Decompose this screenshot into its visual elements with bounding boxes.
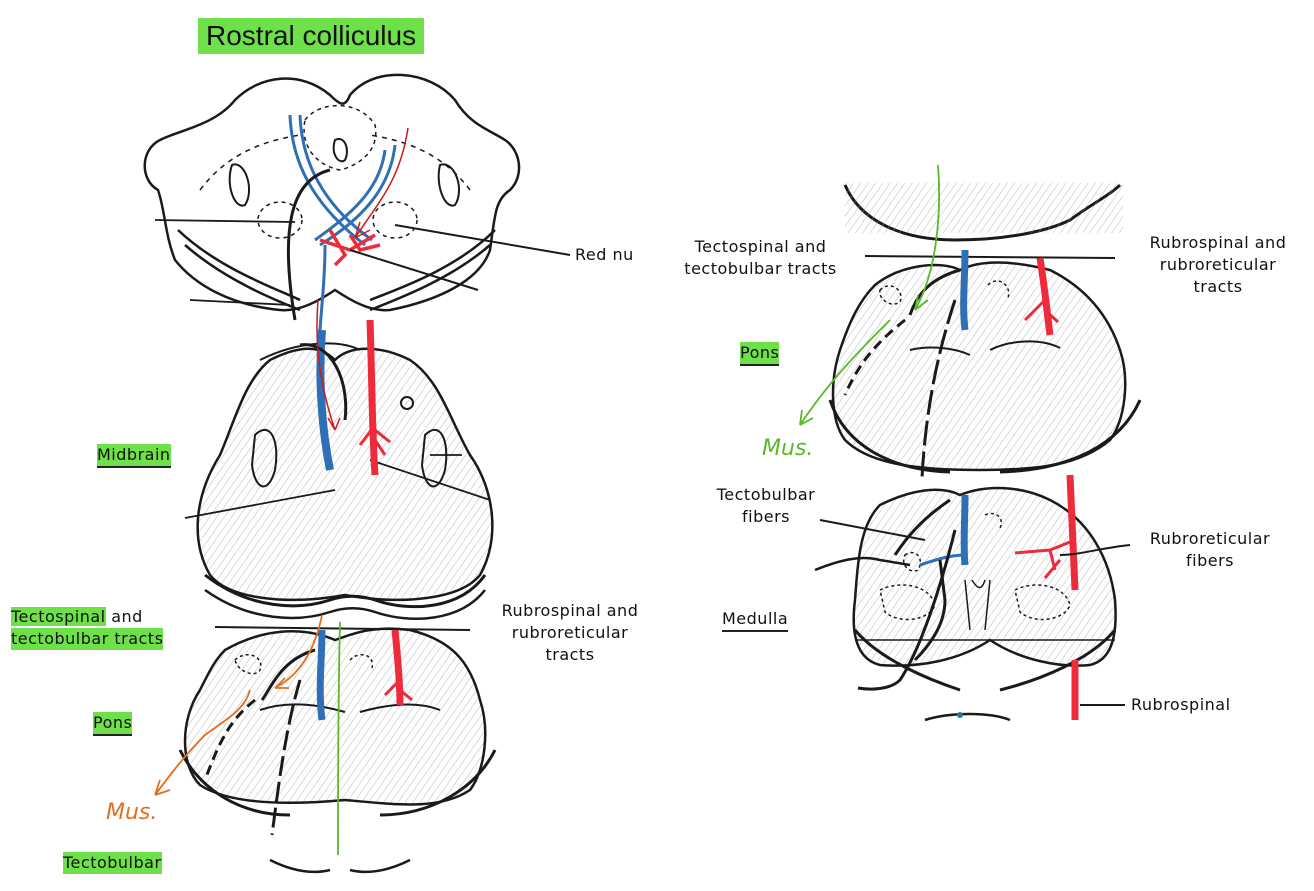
- annotation-mus-left: Mus.: [106, 800, 158, 825]
- rostral-colliculus-title: Rostral colliculus: [198, 18, 425, 54]
- annotation-mus-right: Mus.: [762, 436, 814, 461]
- midbrain-section: [184, 342, 494, 620]
- label-rubroreticular-fibers: Rubroreticular fibers: [1130, 528, 1290, 572]
- label-tectospinal-right-line1: Tectospinal and: [694, 237, 827, 256]
- label-midbrain: Midbrain: [97, 444, 171, 468]
- medulla-tracts: [814, 474, 1131, 720]
- label-tectospinal-left-and: and: [111, 607, 143, 626]
- label-tectospinal-left-line1: Tectospinal and: [11, 606, 163, 628]
- pons-right-section: [828, 183, 1142, 474]
- rubrospinal-top: [319, 229, 381, 267]
- label-tectospinal-left-line2: tectobulbar tracts: [11, 628, 164, 650]
- label-rubroreticular-fibers-line1: Rubroreticular: [1149, 529, 1271, 548]
- label-tectobulbar-fibers-line1: Tectobulbar: [716, 485, 816, 504]
- label-tectospinal-left: Tectospinal and tectobulbar tracts: [11, 606, 164, 650]
- annotation-red-arrow-top: [354, 127, 409, 239]
- label-rubrospinal-right-line2: rubroreticular: [1159, 255, 1277, 274]
- label-rubrospinal-right-line3: tracts: [1193, 277, 1243, 296]
- red-nucleus-leader: [394, 224, 571, 256]
- label-rubrospinal-right: Rubrospinal and rubroreticular tracts: [1128, 232, 1308, 298]
- label-rubrospinal-right-line1: Rubrospinal and: [1149, 233, 1287, 252]
- label-pons-right: Pons: [740, 342, 780, 366]
- label-rubrospinal-tract: Rubrospinal: [1131, 695, 1231, 714]
- label-rubrospinal-left-line2: rubroreticular: [511, 623, 629, 642]
- tectospinal-crossing-top: [288, 114, 397, 331]
- label-tectospinal-right-line2: tectobulbar tracts: [684, 259, 837, 278]
- label-rubrospinal-left: Rubrospinal and rubroreticular tracts: [484, 600, 656, 666]
- label-tectobulbar-fibers: Tectobulbar fibers: [706, 484, 826, 528]
- leader-top-2: [349, 249, 479, 291]
- label-tectospinal-right: Tectospinal and tectobulbar tracts: [658, 236, 863, 280]
- label-red-nucleus: Red nu: [575, 245, 634, 264]
- label-tectobulbar-fibers-line2: fibers: [742, 507, 790, 526]
- label-tectospinal-left-word: Tectospinal: [11, 607, 106, 626]
- label-medulla: Medulla: [722, 608, 789, 632]
- label-rubrospinal-left-line3: tracts: [545, 645, 595, 664]
- label-rubroreticular-fibers-line2: fibers: [1186, 551, 1234, 570]
- rostral-colliculus-section: [143, 73, 521, 312]
- pons-left-tracts: [154, 614, 413, 856]
- medulla-section: [852, 486, 1117, 722]
- label-rubrospinal-left-line1: Rubrospinal and: [501, 601, 639, 620]
- midbrain-tracts: [299, 299, 391, 476]
- pons-right-tracts: [799, 164, 1060, 479]
- label-pons-left: Pons: [93, 712, 133, 736]
- label-tectobulbar-left: Tectobulbar: [63, 852, 162, 874]
- black-tract-top: [286, 168, 331, 321]
